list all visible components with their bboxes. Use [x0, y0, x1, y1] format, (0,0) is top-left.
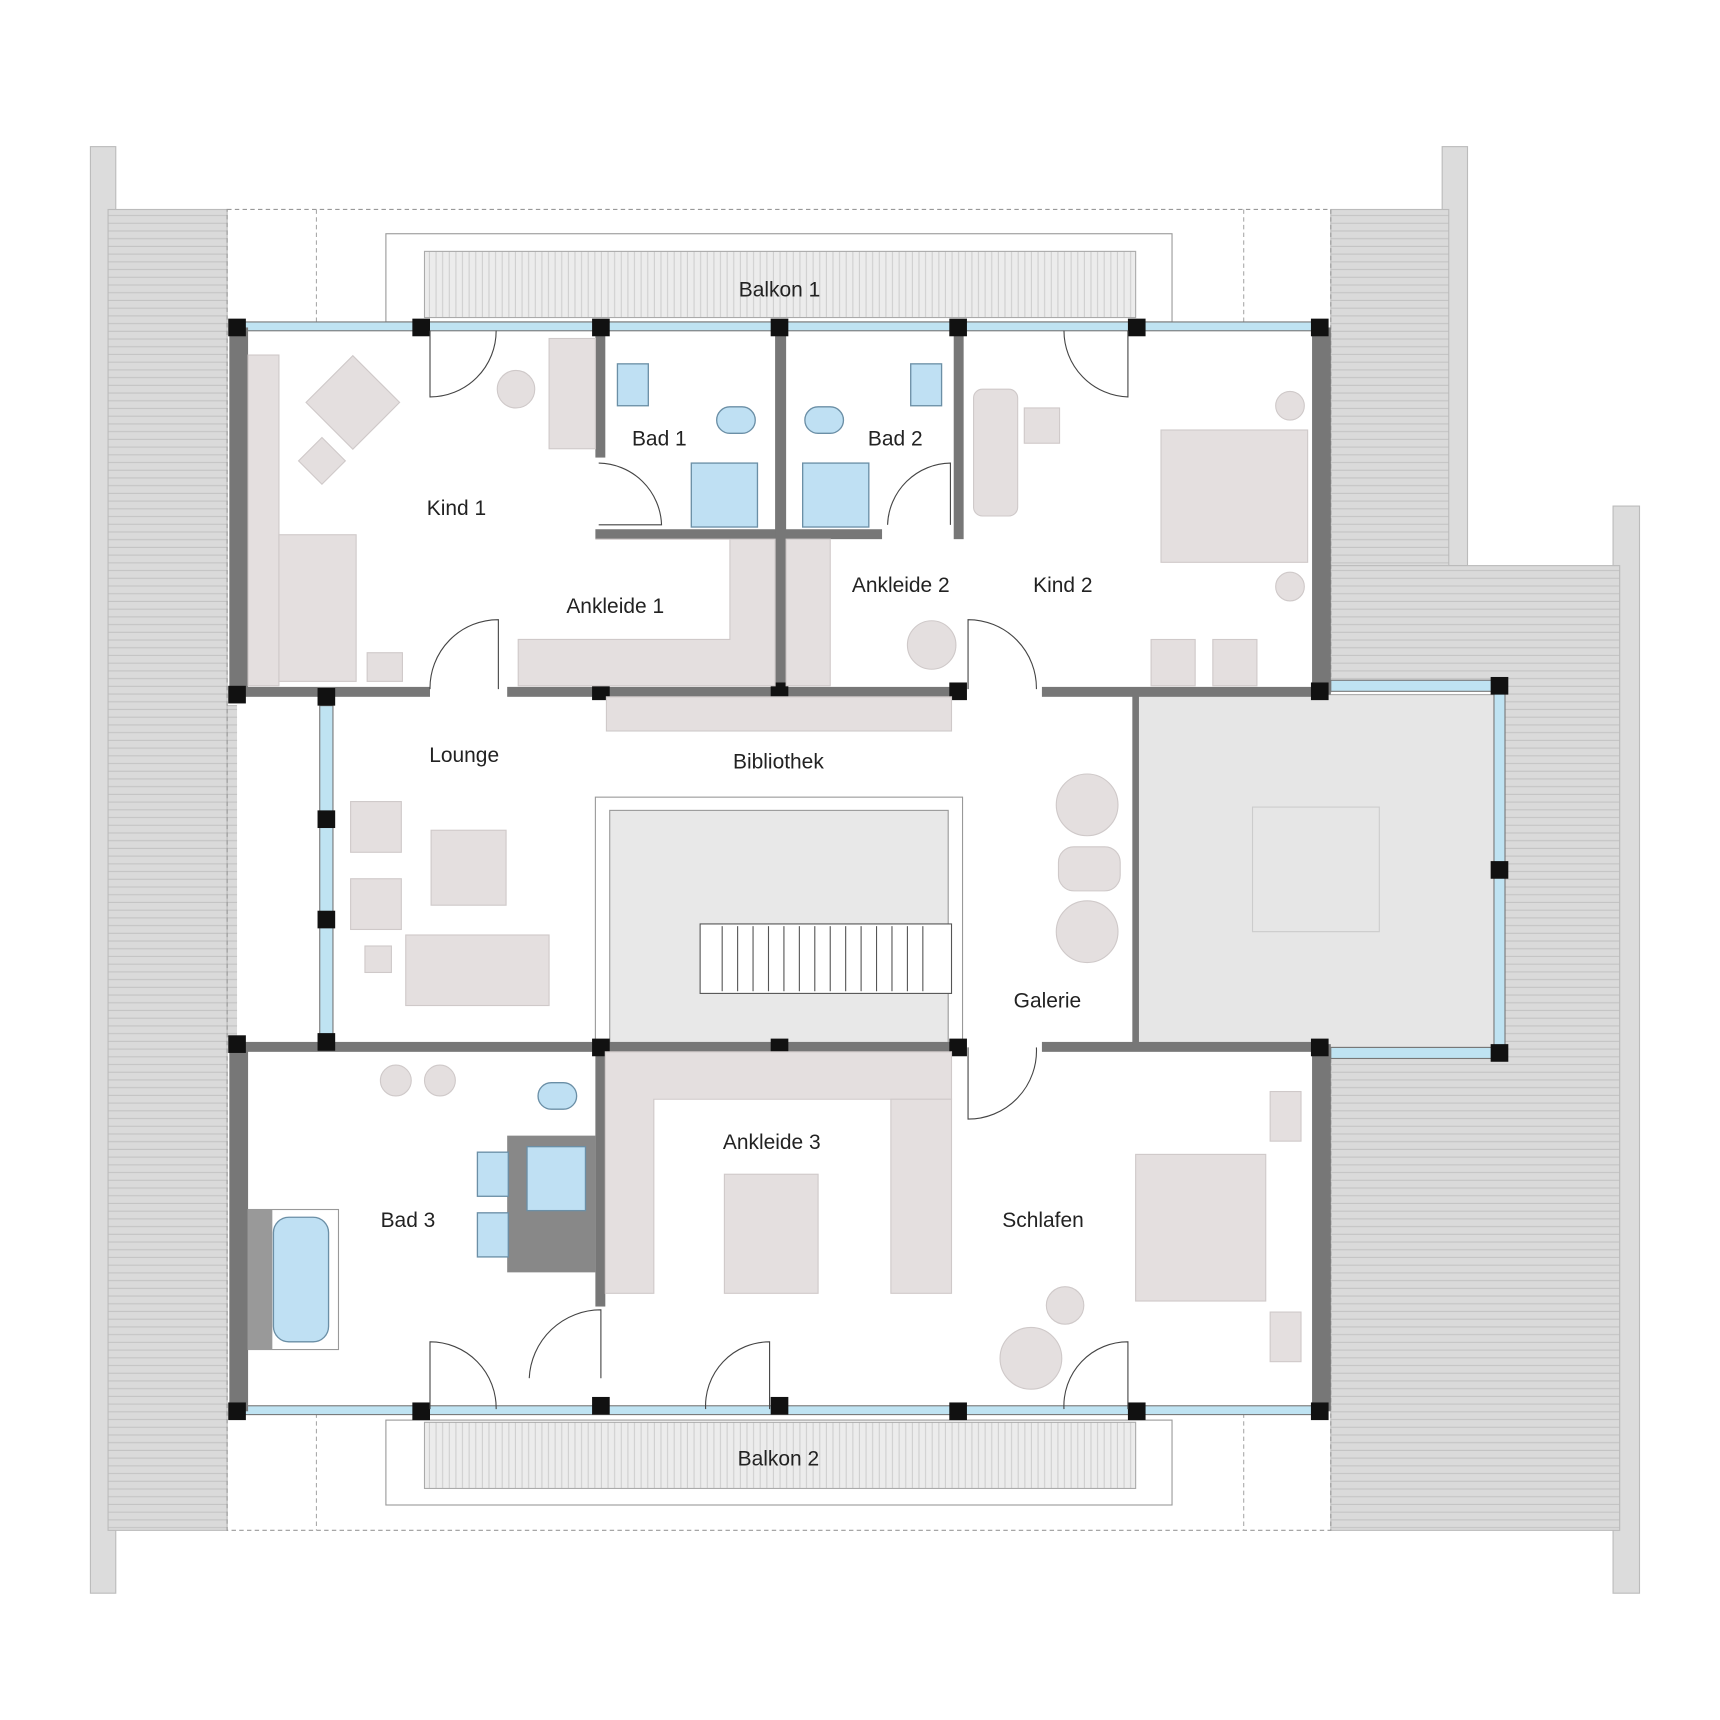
- label-lounge: Lounge: [429, 744, 499, 767]
- wall-post: [1127, 318, 1146, 337]
- wall-post: [1310, 682, 1329, 701]
- wall-post: [1490, 676, 1509, 695]
- wall-post: [949, 682, 967, 701]
- wall-post: [1310, 318, 1329, 337]
- label-ankleide-2: Ankleide 2: [852, 574, 950, 597]
- wall-post: [592, 1396, 610, 1415]
- balcony-1: [385, 233, 1173, 323]
- label-kind-2: Kind 2: [1033, 574, 1092, 597]
- label-galerie: Galerie: [1014, 990, 1082, 1013]
- wall-post: [317, 910, 336, 929]
- wall-post: [592, 318, 610, 337]
- terrace: [1135, 694, 1501, 1048]
- wall-post: [412, 1402, 430, 1421]
- label-kind-1: Kind 1: [427, 497, 486, 520]
- wall-post: [770, 1396, 789, 1415]
- wall-post: [1310, 1402, 1329, 1421]
- wall-post: [228, 1035, 246, 1053]
- room-labels: Balkon 1 Bad 1 Bad 2 Kind 1 Ankleide 2 K…: [381, 279, 1093, 1471]
- label-bibliothek: Bibliothek: [733, 750, 824, 773]
- wall-post: [317, 1033, 336, 1051]
- balcony-2: [385, 1419, 1173, 1506]
- doors: [429, 330, 1129, 1410]
- wall-post: [949, 1402, 967, 1421]
- label-bad-1: Bad 1: [632, 427, 687, 450]
- label-bad-3: Bad 3: [381, 1209, 436, 1232]
- label-bad-2: Bad 2: [868, 427, 923, 450]
- wall-post: [592, 682, 610, 701]
- wall-post: [228, 1402, 246, 1421]
- wall-post: [412, 318, 430, 337]
- label-balkon-1: Balkon 1: [739, 279, 820, 302]
- wall-post: [770, 318, 789, 337]
- stairwell: [594, 796, 964, 1046]
- wall-post: [317, 688, 336, 706]
- label-balkon-2: Balkon 2: [738, 1447, 819, 1470]
- wall-post: [228, 685, 246, 704]
- wall-post: [1490, 861, 1509, 879]
- wall-post: [770, 682, 789, 701]
- label-schlafen: Schlafen: [1002, 1209, 1083, 1232]
- wall-post: [1127, 1402, 1146, 1421]
- wall-post: [949, 318, 967, 337]
- wall-post: [1490, 1044, 1509, 1062]
- furniture: [247, 337, 1380, 1390]
- label-ankleide-3: Ankleide 3: [723, 1131, 821, 1154]
- sanitary-fixtures: [272, 363, 943, 1343]
- wall-post: [949, 1038, 967, 1057]
- wall-post: [228, 318, 246, 337]
- label-ankleide-1: Ankleide 1: [566, 595, 664, 618]
- wall-post: [1310, 1038, 1329, 1057]
- wall-post: [317, 810, 336, 829]
